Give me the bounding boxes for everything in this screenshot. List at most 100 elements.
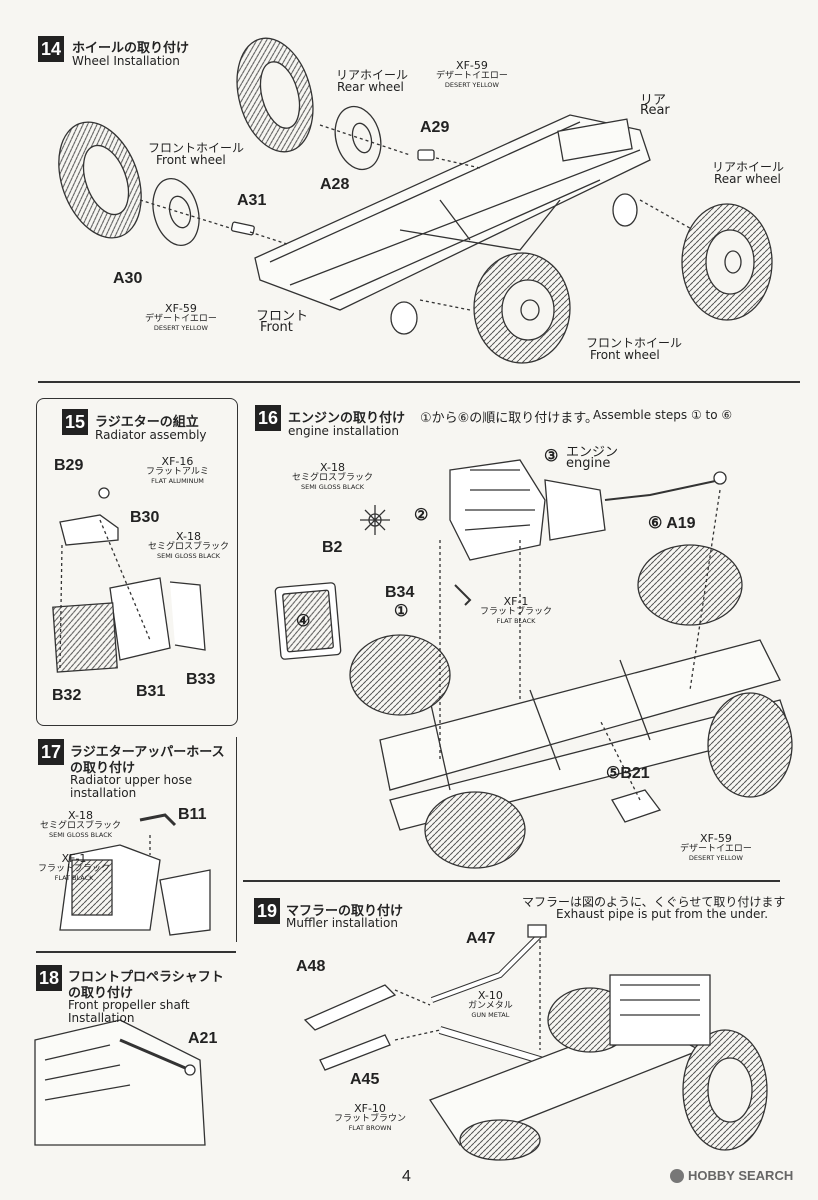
part-b34: B34	[385, 584, 415, 601]
part-b2: B2	[322, 539, 343, 556]
page-number: 4	[402, 1168, 411, 1185]
step17-title-jp-line1: ラジエターアッパーホース	[70, 745, 225, 760]
part-b29: B29	[54, 457, 84, 474]
step18-title-jp-line2: の取り付け	[68, 986, 134, 1001]
step-marker-4: ④	[296, 613, 311, 630]
paint-code: XF-59	[700, 832, 732, 845]
engine-chassis-rear-right-tire	[707, 692, 793, 798]
engine-label-en: engine	[566, 456, 611, 471]
paint-name-en: FLAT ALUMINUM	[151, 476, 204, 485]
paint-name-jp: デザートイエロー	[680, 844, 752, 855]
paint-name-en: SEMI GLOSS BLACK	[156, 551, 221, 560]
engine-chassis-rear-left-tire	[637, 544, 743, 626]
step17-box	[36, 737, 237, 942]
part-a31: A31	[237, 192, 267, 209]
rear-wheel-right-label-jp: リアホイール	[712, 160, 785, 174]
paint-name-en: SEMI GLOSS BLACK	[300, 482, 365, 491]
step17-title-jp-line2: の取り付け	[70, 761, 136, 776]
step14-title-jp: ホイールの取り付け	[72, 41, 190, 56]
paint-callout: XF-59 デザートイエロー DESERT YELLOW	[436, 59, 508, 89]
part-a28: A28	[320, 176, 350, 193]
paint-callout: X-10 ガンメタル GUN METAL	[468, 989, 513, 1019]
part-a29: A29	[420, 119, 450, 136]
engine-label-jp: エンジン	[566, 445, 619, 460]
paint-callout: XF-10 フラットブラウン FLAT BROWN	[334, 1102, 406, 1132]
step17-number: 17	[38, 739, 64, 765]
step18-number: 18	[36, 965, 62, 991]
step18-title-en-line2: Installation	[68, 1011, 135, 1025]
step-marker-2: ②	[414, 507, 429, 524]
step16-note-jp: ①から⑥の順に取り付けます。	[420, 411, 599, 426]
muffler-chassis-front-left-tire	[459, 1119, 541, 1161]
step15-box	[36, 398, 238, 726]
part-b11: B11	[178, 806, 207, 823]
paint-callout: X-18 セミグロスブラック SEMI GLOSS BLACK	[292, 461, 373, 491]
front-label-en: Front	[260, 320, 293, 335]
part-a19: ⑥ A19	[648, 515, 696, 532]
part-b32: B32	[52, 687, 82, 704]
front-wheel-hub-illustration	[152, 178, 200, 246]
front-label-jp: フロント	[256, 309, 309, 324]
part-a21: A21	[188, 1030, 218, 1047]
part-a48: A48	[296, 958, 326, 975]
paint-name-jp: セミグロスブラック	[148, 542, 230, 553]
step17-title-en-line1: Radiator upper hose	[70, 773, 193, 787]
paint-callout: X-18 セミグロスブラック SEMI GLOSS BLACK	[40, 809, 122, 839]
rear-wheel-right-label-en: Rear wheel	[714, 172, 781, 186]
part-b30: B30	[130, 509, 160, 526]
paint-code: X-18	[176, 530, 201, 543]
step19-number: 19	[254, 898, 280, 924]
paint-name-jp: フラットブラック	[38, 864, 111, 875]
section-divider	[36, 951, 236, 953]
step19-title-jp: マフラーの取り付け	[286, 904, 404, 919]
paint-callout: X-18 セミグロスブラック SEMI GLOSS BLACK	[148, 530, 230, 560]
front-wheel-right-label-jp: フロントホイール	[586, 336, 683, 350]
watermark-logo-icon	[670, 1168, 684, 1183]
step16-number: 16	[255, 405, 281, 431]
part-b31: B31	[136, 683, 166, 700]
step19-note-jp: マフラーは図のように、くぐらせて取り付けます	[522, 895, 786, 909]
paint-name-en: SEMI GLOSS BLACK	[48, 830, 113, 839]
part-a47: A47	[466, 930, 496, 947]
rear-wheel-label-jp: リアホイール	[336, 68, 409, 82]
paint-code: XF-59	[456, 59, 488, 72]
rear-wheel-hub-illustration	[334, 105, 382, 171]
watermark: HOBBY SEARCH	[670, 1168, 793, 1183]
paint-name-jp: セミグロスブラック	[40, 821, 122, 832]
step14-title-en: Wheel Installation	[72, 54, 180, 68]
paint-code: XF-1	[503, 595, 529, 608]
step18-title-en-line1: Front propeller shaft	[68, 998, 190, 1012]
paint-code: XF-10	[354, 1102, 386, 1115]
part-a30: A30	[113, 270, 143, 287]
engine-chassis-front-left-tire	[349, 634, 451, 716]
part-a45: A45	[350, 1071, 380, 1088]
paint-callout: XF-59 デザートイエロー DESERT YELLOW	[680, 832, 752, 862]
step16-title-en: engine installation	[288, 424, 399, 438]
step15-title-jp: ラジエターの組立	[95, 415, 199, 430]
paint-code: XF-59	[165, 302, 197, 315]
paint-name-en: DESERT YELLOW	[688, 853, 743, 862]
step16-title-jp: エンジンの取り付け	[288, 411, 406, 426]
step19-note-en: Exhaust pipe is put from the under.	[556, 907, 769, 921]
engine-chassis-front-right-tire	[424, 791, 526, 869]
paint-name-en: FLAT BLACK	[54, 873, 94, 882]
step14-number: 14	[38, 36, 64, 62]
paint-code: X-18	[68, 809, 93, 822]
paint-name-en: FLAT BLACK	[496, 616, 536, 625]
paint-name-en: FLAT BROWN	[348, 1123, 392, 1132]
paint-code: X-10	[477, 989, 503, 1002]
paint-name-en: GUN METAL	[471, 1010, 510, 1019]
step17-title-en-line2: installation	[70, 786, 137, 800]
paint-callout: XF-1 フラットブラック FLAT BLACK	[38, 852, 111, 882]
paint-name-jp: フラットアルミ	[146, 467, 209, 478]
part-b34-step: ①	[394, 603, 409, 620]
rear-label-jp: リア	[640, 93, 667, 108]
step19-title-en: Muffler installation	[286, 916, 398, 930]
paint-code: XF-1	[61, 852, 87, 865]
step16-note-en: Assemble steps ① to ⑥	[593, 408, 733, 422]
part-b33: B33	[186, 671, 216, 688]
front-wheel-right-label-en: Front wheel	[590, 348, 660, 362]
paint-callout: XF-16 フラットアルミ FLAT ALUMINUM	[146, 455, 209, 485]
watermark-text: HOBBY SEARCH	[688, 1168, 794, 1183]
part-b21: ⑤B21	[606, 765, 650, 782]
